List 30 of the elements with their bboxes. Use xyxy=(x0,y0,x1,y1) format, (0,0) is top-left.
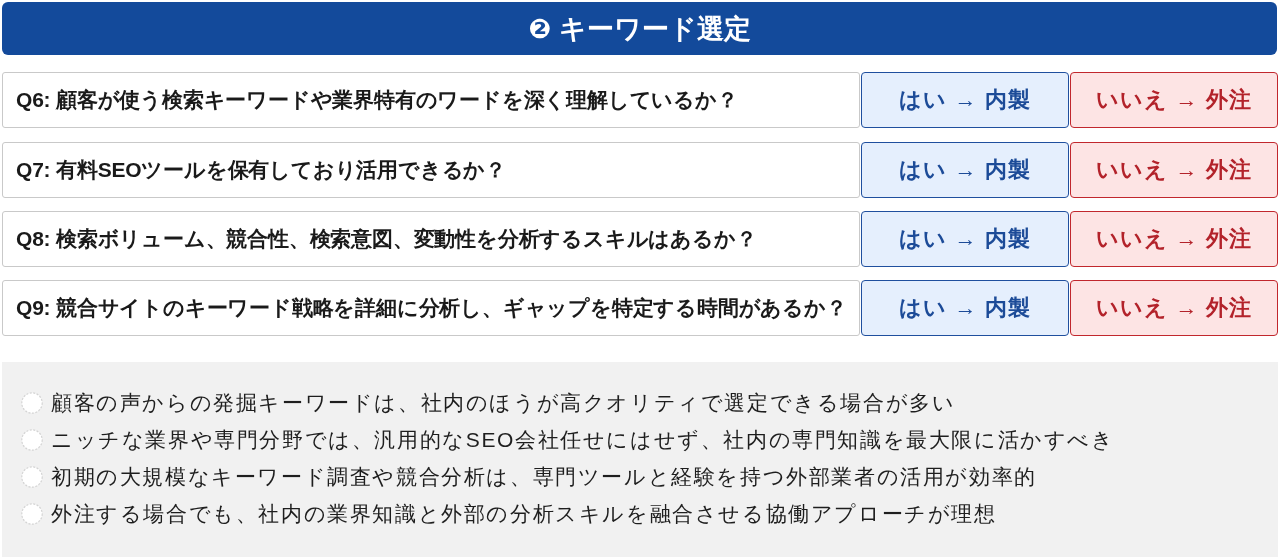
option-text: はい → 内製 xyxy=(899,156,1031,184)
question-text: Q8: 検索ボリューム、競合性、検索意図、変動性を分析するスキルはあるか？ xyxy=(16,226,757,253)
in-house-option xyxy=(861,72,1069,128)
in-house-option xyxy=(861,211,1069,267)
note-text: 顧客の声からの発掘キーワードは、社内のほうが高クオリティで選定できる場合が多い xyxy=(51,389,956,416)
option-text: いいえ → 外注 xyxy=(1096,86,1252,114)
section-title: ❷ キーワード選定 xyxy=(528,12,751,46)
option-text: はい → 内製 xyxy=(899,294,1031,322)
note-panel xyxy=(2,362,1278,557)
outsource-option xyxy=(1070,142,1278,198)
question-box xyxy=(2,142,860,198)
option-text: はい → 内製 xyxy=(899,225,1031,253)
in-house-option xyxy=(861,280,1069,336)
option-text: いいえ → 外注 xyxy=(1096,294,1252,322)
question-text: Q9: 競合サイトのキーワード戦略を詳細に分析し、ギャップを特定する時間があるか？ xyxy=(16,295,847,322)
outsource-option xyxy=(1070,72,1278,128)
question-text: Q7: 有料SEOツールを保有しており活用できるか？ xyxy=(16,157,506,183)
question-box xyxy=(2,280,860,336)
note-text: 初期の大規模なキーワード調査や競合分析は、専門ツールと経験を持つ外部業者の活用が効率的 xyxy=(51,463,1037,490)
question-box xyxy=(2,72,860,128)
note-text: 外注する場合でも、社内の業界知識と外部の分析スキルを融合させる協働アプローチが理想 xyxy=(51,500,997,527)
note-text: ニッチな業界や専門分野では、汎用的なSEO会社任せにはせず、社内の専門知識を最大限に活かすべき xyxy=(51,426,1115,453)
outsource-option xyxy=(1070,211,1278,267)
in-house-option xyxy=(861,142,1069,198)
option-text: はい → 内製 xyxy=(899,86,1031,114)
question-text: Q6: 顧客が使う検索キーワードや業界特有のワードを深く理解しているか？ xyxy=(16,87,738,114)
option-text: いいえ → 外注 xyxy=(1096,225,1252,253)
option-text: いいえ → 外注 xyxy=(1096,156,1252,184)
outsource-option xyxy=(1070,280,1278,336)
question-box xyxy=(2,211,860,267)
